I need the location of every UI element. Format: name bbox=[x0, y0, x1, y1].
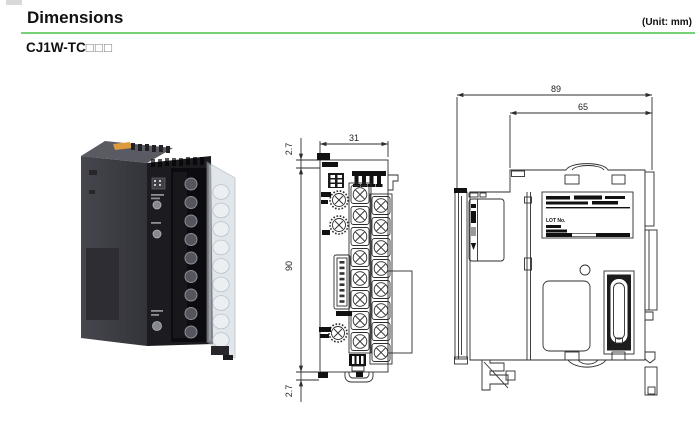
led-window bbox=[151, 177, 166, 190]
terminal-screws bbox=[184, 177, 198, 339]
led-indicator-block bbox=[328, 173, 344, 188]
title-rule bbox=[21, 32, 695, 34]
page-title: Dimensions bbox=[27, 8, 124, 27]
bus-connector-port bbox=[603, 270, 635, 355]
lot-number-text: LOT No. bbox=[546, 218, 566, 224]
switch-marks bbox=[319, 192, 331, 338]
terminal-column-right bbox=[369, 193, 393, 365]
terminal-cover-open bbox=[206, 161, 236, 360]
unit-note: (Unit: mm) bbox=[642, 17, 692, 28]
side-view: 89 65 bbox=[454, 84, 658, 396]
top-right-latch bbox=[388, 174, 399, 191]
terminal-column-left bbox=[348, 182, 372, 354]
front-view: 31 2.7 90 2.7 bbox=[284, 133, 413, 402]
orange-clip bbox=[113, 142, 132, 150]
din-rail-latch bbox=[481, 359, 516, 391]
nameplate-label: LOT No. bbox=[541, 191, 634, 239]
warning-triangle-icon bbox=[470, 243, 477, 250]
caution-panel bbox=[468, 198, 505, 262]
bottom-connector bbox=[349, 354, 366, 372]
terminal-cover-profile bbox=[454, 188, 468, 365]
dimension-drawings: 31 2.7 90 2.7 bbox=[284, 84, 658, 402]
front-view-dimensions: 31 2.7 90 2.7 bbox=[284, 133, 389, 402]
io-connector bbox=[333, 254, 352, 316]
bottom-protrusion bbox=[344, 372, 374, 383]
dim-depth-body-label: 65 bbox=[578, 102, 588, 112]
dim-height-label: 90 bbox=[284, 261, 294, 271]
backplane-connector-profile bbox=[644, 171, 658, 396]
model-prefix: CJ1W-TC bbox=[26, 40, 86, 55]
scan-artifact bbox=[6, 0, 22, 5]
side-recess bbox=[542, 280, 591, 352]
case-screw-hole bbox=[579, 264, 591, 276]
product-photo bbox=[81, 141, 236, 360]
module-illustration bbox=[81, 141, 236, 360]
dim-width-label: 31 bbox=[349, 133, 359, 143]
dim-bottom-tab-label: 2.7 bbox=[284, 385, 294, 398]
dim-top-tab-label: 2.7 bbox=[284, 143, 294, 156]
dim-depth-total-label: 89 bbox=[551, 84, 561, 94]
model-wildcard-boxes: □□□ bbox=[85, 40, 114, 55]
model-number: CJ1W-TC□□□ bbox=[26, 40, 113, 55]
side-view-dimensions: 89 65 bbox=[456, 84, 653, 189]
